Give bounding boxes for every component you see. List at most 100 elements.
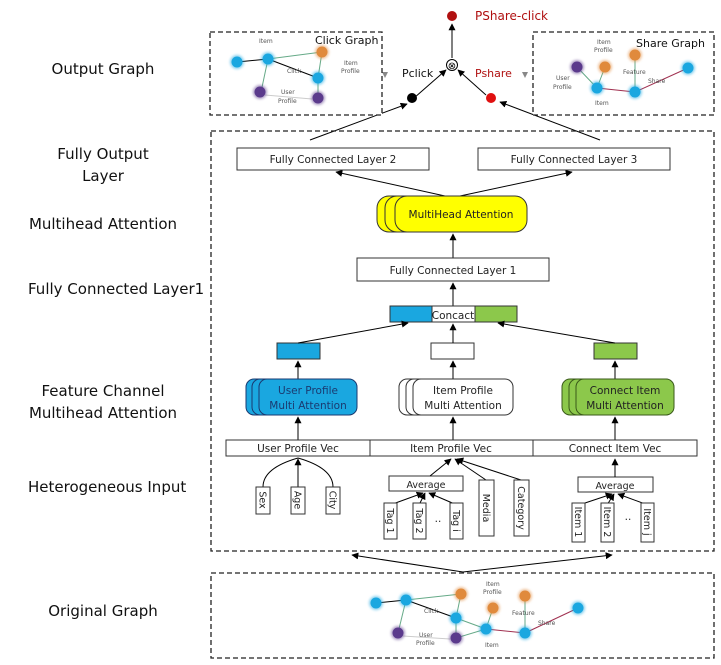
pshare-node bbox=[486, 93, 496, 103]
fully-connected-layer-1-label: Fully Connected Layer 1 bbox=[390, 265, 517, 277]
edge-city bbox=[297, 457, 334, 488]
user-inputs: Sex Age City bbox=[255, 486, 341, 515]
arrow-original-to-connect-input bbox=[462, 552, 613, 573]
concat-block: Concact bbox=[389, 305, 518, 323]
share-graph: Share Graph Item Profile User Profile Fe… bbox=[532, 31, 715, 116]
original-graph-label-feature: Feature bbox=[512, 610, 535, 617]
click-graph-user-node bbox=[312, 92, 324, 104]
share-graph-label-share: Share bbox=[648, 78, 666, 85]
click-graph-title: Click Graph bbox=[315, 34, 378, 47]
item-attention-line1: Item Profile bbox=[433, 385, 493, 397]
click-graph-item-node bbox=[262, 53, 274, 65]
connect-attention-line2: Multi Attention bbox=[586, 400, 663, 412]
label-fully-connected-layer1: Fully Connected Layer1 bbox=[28, 280, 205, 298]
input-category: Category bbox=[515, 486, 526, 530]
input-sex: Sex bbox=[257, 491, 268, 509]
fully-connected-layer-2 bbox=[236, 147, 430, 171]
fully-connected-layer-1 bbox=[356, 257, 550, 282]
share-graph-item-node bbox=[629, 86, 641, 98]
label-multihead-attention: Multihead Attention bbox=[28, 215, 178, 233]
original-graph: Item Profile Click Feature Share User Pr… bbox=[210, 572, 715, 659]
original-graph-feature-node bbox=[519, 590, 531, 602]
original-graph-item-node bbox=[480, 623, 492, 635]
click-graph-user-node bbox=[254, 86, 266, 98]
edge-sex bbox=[262, 457, 299, 488]
item-average-label: Average bbox=[406, 480, 445, 491]
click-graph-label-item-profile-2: Profile bbox=[341, 68, 360, 75]
original-graph-user-node bbox=[450, 632, 462, 644]
click-graph-label-item: Item bbox=[259, 38, 273, 45]
original-graph-label-item: Item bbox=[485, 642, 499, 649]
vec-row: User Profile Vec Item Profile Vec Connec… bbox=[225, 439, 698, 457]
original-graph-label-item-profile-2: Profile bbox=[483, 589, 502, 596]
connect-item-vec-label: Connect Item Vec bbox=[569, 443, 662, 455]
model-border bbox=[210, 130, 715, 552]
fully-connected-layer-2-label: Fully Connected Layer 2 bbox=[270, 154, 397, 166]
click-graph-label-item-profile-1: Item bbox=[344, 60, 358, 67]
click-graph: Click Graph Item Click Item Profile Use bbox=[209, 31, 383, 116]
user-attention-line2: Multi Attention bbox=[269, 400, 346, 412]
share-graph-user-node bbox=[571, 61, 583, 73]
click-graph-item-node bbox=[312, 72, 324, 84]
arrow-multihead-to-fc2 bbox=[335, 169, 446, 197]
combine-symbol: ⊗ bbox=[448, 61, 456, 72]
multihead-attention-block: MultiHead Attention bbox=[376, 195, 528, 233]
arrow-fc2-to-pclick bbox=[309, 102, 408, 141]
input-item-j: Item j bbox=[641, 508, 652, 535]
connect-average-label: Average bbox=[595, 481, 634, 492]
share-graph-item-profile-node bbox=[599, 61, 611, 73]
share-graph-label-user-profile-1: User bbox=[556, 75, 570, 82]
tag-ellipsis: .. bbox=[435, 513, 442, 525]
share-graph-label-item-profile-2: Profile bbox=[594, 47, 613, 54]
item-other-inputs: Media Category bbox=[478, 479, 530, 537]
arrow-pshare-to-combine bbox=[457, 69, 487, 96]
input-tag-2: Tag 2 bbox=[413, 507, 424, 533]
item-profile-vec-label: Item Profile Vec bbox=[410, 443, 492, 455]
share-graph-label-item-profile-1: Item bbox=[597, 39, 611, 46]
input-item-1: Item 1 bbox=[572, 507, 583, 538]
input-tag-1: Tag 1 bbox=[384, 507, 395, 533]
concat-connect-segment bbox=[474, 305, 518, 323]
original-graph-item-node bbox=[400, 594, 412, 606]
item-average-box bbox=[388, 475, 464, 492]
share-graph-item-node bbox=[682, 62, 694, 74]
user-channel-output bbox=[276, 342, 321, 360]
arrow-pclick-to-combine bbox=[413, 69, 447, 99]
original-graph-label-item-profile-1: Item bbox=[486, 581, 500, 588]
input-city: City bbox=[327, 491, 338, 510]
label-fully-output-layer-line1: Fully Output bbox=[57, 145, 149, 163]
item-profile-multi-attention: Item Profile Multi Attention bbox=[398, 378, 514, 416]
item-ellipsis: .. bbox=[625, 511, 632, 523]
label-fully-output-layer: Fully Output Layer bbox=[28, 143, 178, 187]
combine-node bbox=[446, 59, 458, 71]
multihead-attention-label: MultiHead Attention bbox=[409, 209, 514, 221]
click-graph-item-profile-node bbox=[316, 46, 328, 58]
label-feature-channel-line1: Feature Channel bbox=[41, 382, 165, 400]
pclick-label: Pclick bbox=[402, 67, 434, 80]
connect-attention-line1: Connect Item bbox=[590, 385, 661, 397]
original-graph-label-user-profile-2: Profile bbox=[416, 640, 435, 647]
input-item-2: Item 2 bbox=[601, 507, 612, 538]
arrow-user-to-concat bbox=[297, 320, 409, 344]
label-feature-channel-line2: Multihead Attention bbox=[28, 404, 178, 422]
original-graph-item-profile-node bbox=[455, 588, 467, 600]
fully-connected-layer-3 bbox=[477, 147, 671, 171]
input-tag-i: Tag i bbox=[450, 509, 461, 532]
connect-item-multi-attention: Connect Item Multi Attention bbox=[561, 378, 675, 416]
user-attention-line1: User Profile bbox=[278, 385, 338, 397]
click-graph-border bbox=[209, 31, 383, 116]
arrow-fc3-to-pshare bbox=[499, 100, 601, 141]
label-output-graph: Output Graph bbox=[51, 60, 155, 78]
share-graph-label-user-profile-2: Profile bbox=[553, 84, 572, 91]
connect-channel-output bbox=[593, 342, 638, 360]
concat-user-segment bbox=[389, 305, 433, 323]
pshare-label: Pshare bbox=[475, 67, 512, 80]
click-graph-item-node bbox=[231, 56, 243, 68]
item-channel-output bbox=[430, 342, 475, 360]
click-graph-label-user-profile-1: User bbox=[281, 89, 295, 96]
connect-item-inputs: Item 1 Item 2 Item j .. bbox=[571, 502, 655, 543]
original-graph-item-node bbox=[370, 597, 382, 609]
original-graph-item-profile-node bbox=[487, 602, 499, 614]
share-graph-label-feature: Feature bbox=[623, 69, 646, 76]
